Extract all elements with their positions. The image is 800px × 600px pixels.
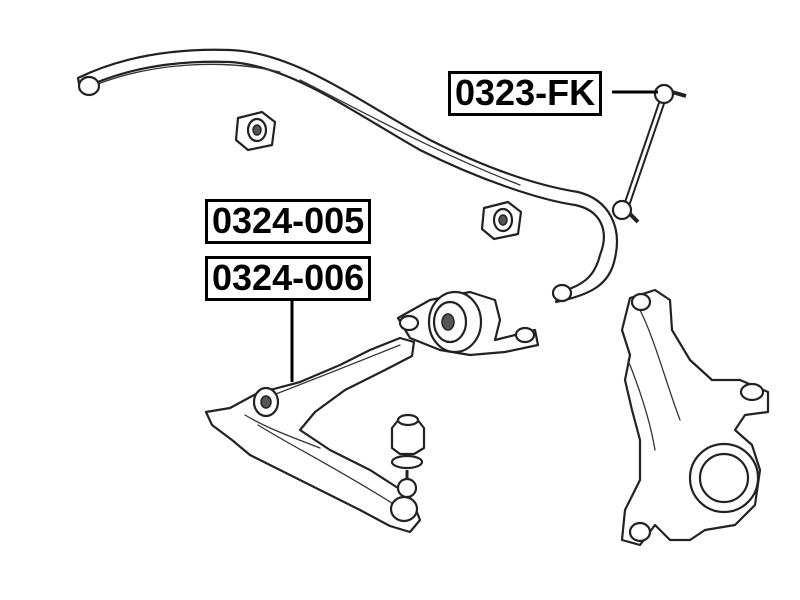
stabilizer-link (611, 83, 687, 224)
control-arm-bushing (396, 290, 540, 357)
part-number-lower-arm-left: 0324-005 (205, 199, 372, 244)
steering-knuckle (620, 288, 770, 547)
part-number-lower-arm-right: 0324-006 (205, 256, 372, 301)
stabilizer-bar (76, 48, 619, 304)
ball-joint (390, 413, 426, 499)
part-number-stabilizer-link: 0323-FK (448, 71, 603, 116)
stabilizer-bushing-right (480, 200, 523, 241)
stabilizer-bushing-left (234, 110, 277, 152)
lower-control-arm (204, 336, 422, 534)
